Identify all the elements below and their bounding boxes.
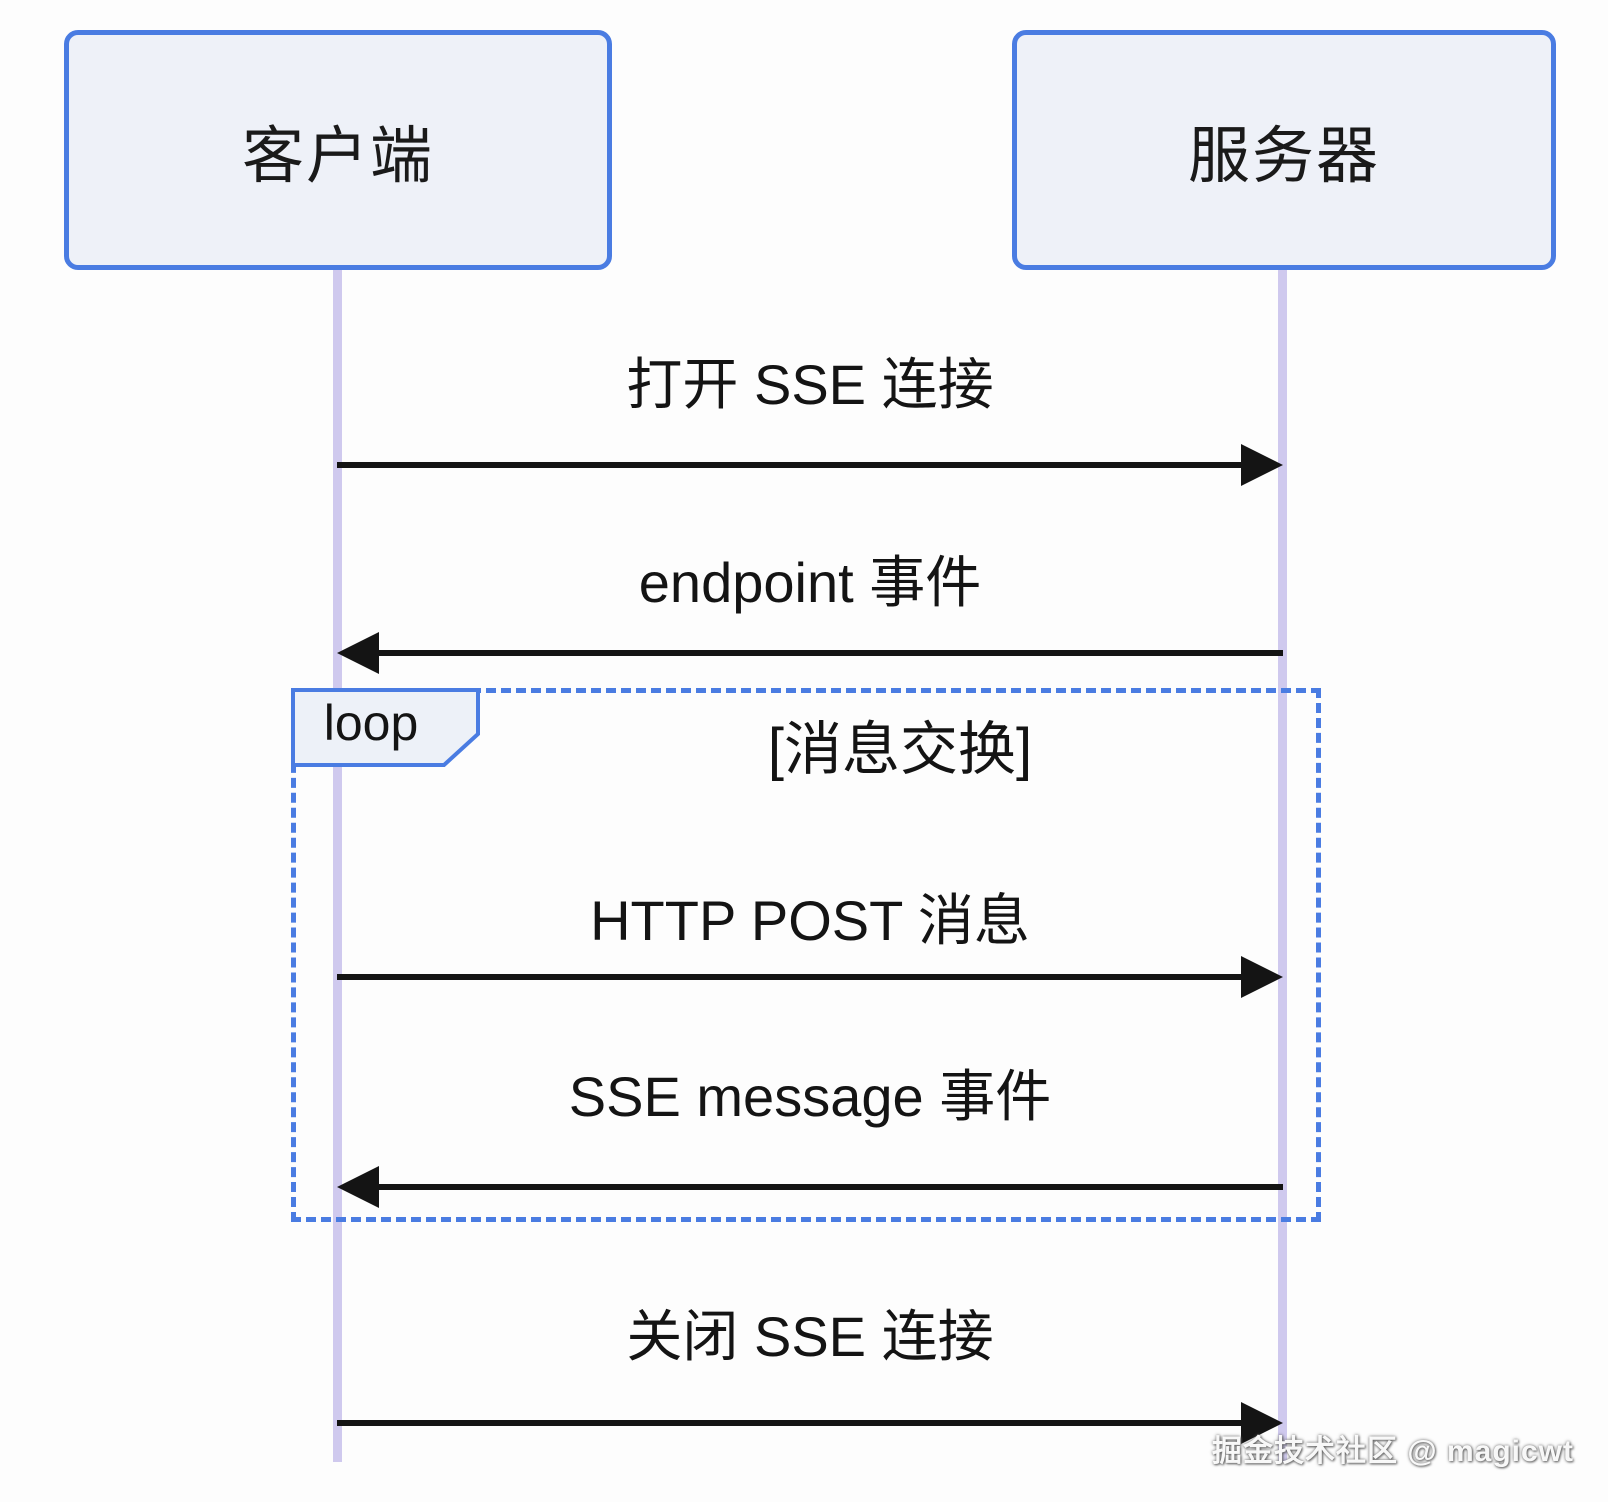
arrowhead-left-icon <box>337 632 379 674</box>
arrow-shaft <box>337 974 1247 980</box>
actor-client-label: 客户端 <box>241 122 434 191</box>
arrow-shaft <box>373 1184 1283 1190</box>
arrow-right-icon <box>337 444 1283 486</box>
actor-server-box: 服务器 <box>1012 30 1556 270</box>
lifeline-server <box>1278 268 1287 1462</box>
arrow-left-icon <box>337 632 1283 674</box>
arrowhead-right-icon <box>1241 444 1283 486</box>
arrowhead-right-icon <box>1241 956 1283 998</box>
loop-label-box: loop <box>291 688 481 768</box>
arrow-left-icon <box>337 1166 1283 1208</box>
arrow-shaft <box>373 650 1283 656</box>
message-label-open-sse: 打开 SSE 连接 <box>626 353 994 416</box>
loop-condition: [消息交换] <box>767 717 1033 782</box>
message-label-close-sse: 关闭 SSE 连接 <box>626 1305 994 1368</box>
loop-frame <box>291 688 1321 1222</box>
loop-label-pentagon-icon <box>291 688 480 767</box>
loop-keyword: loop <box>323 695 419 751</box>
arrowhead-right-icon <box>1241 1402 1283 1444</box>
message-label-http-post: HTTP POST 消息 <box>590 889 1030 952</box>
lifeline-client <box>333 268 342 1462</box>
actor-client-box: 客户端 <box>64 30 612 270</box>
actor-server-label: 服务器 <box>1187 122 1380 191</box>
arrow-right-icon <box>337 1402 1283 1444</box>
arrow-shaft <box>337 1420 1247 1426</box>
message-label-sse-message: SSE message 事件 <box>568 1065 1052 1128</box>
message-label-endpoint-event: endpoint 事件 <box>638 551 982 614</box>
arrowhead-left-icon <box>337 1166 379 1208</box>
arrow-shaft <box>337 462 1247 468</box>
watermark: 掘金技术社区 @ magicwt <box>1212 1435 1574 1468</box>
arrow-right-icon <box>337 956 1283 998</box>
